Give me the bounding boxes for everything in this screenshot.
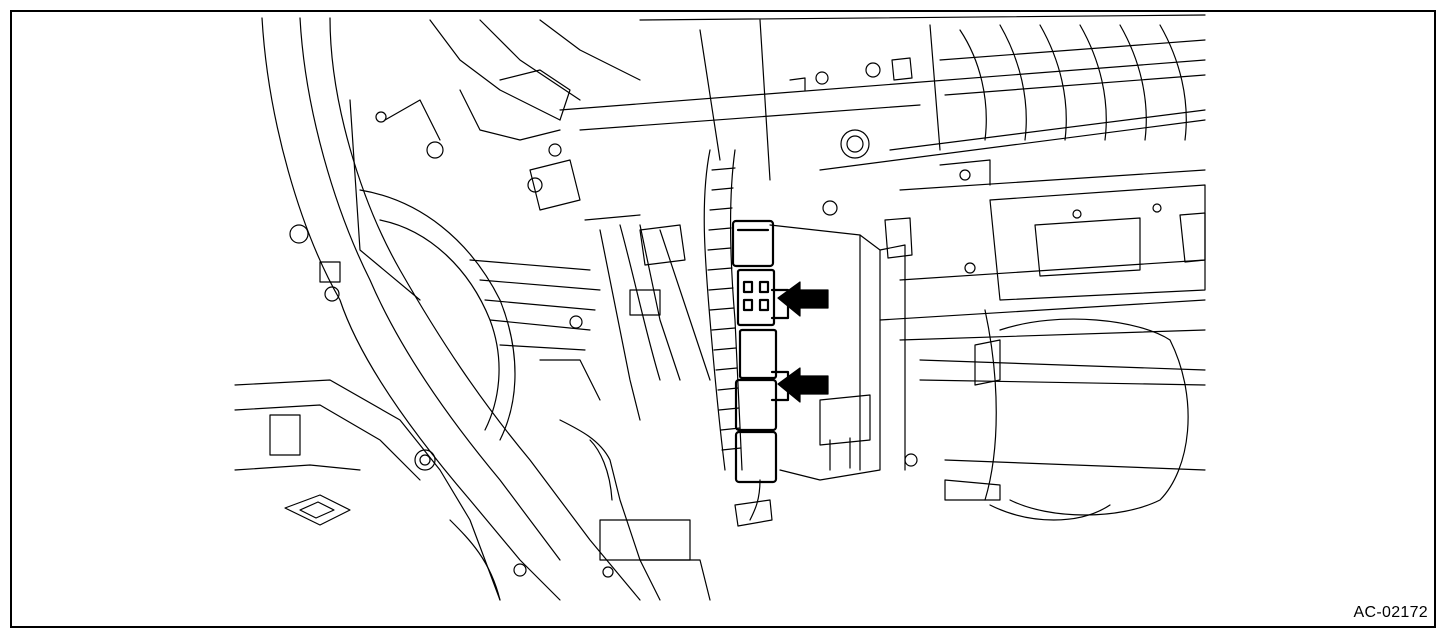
right-ribbed-duct xyxy=(929,24,1206,151)
figure-frame xyxy=(10,10,1436,628)
right-panel xyxy=(899,159,1206,301)
connectors xyxy=(731,219,790,484)
figure-id-label: AC-02172 xyxy=(1353,604,1428,621)
arrow-left-icon xyxy=(777,367,829,403)
curved-duct xyxy=(359,189,601,441)
lower-left-bracket xyxy=(234,379,527,601)
blower-unit xyxy=(879,299,1206,521)
wiring-harness xyxy=(584,149,773,527)
lower-center-parts xyxy=(539,359,711,601)
relay-block xyxy=(769,200,913,481)
dashboard-frame xyxy=(559,14,1206,181)
upper-bracket xyxy=(375,19,641,211)
arrow-left-icon xyxy=(777,281,829,317)
